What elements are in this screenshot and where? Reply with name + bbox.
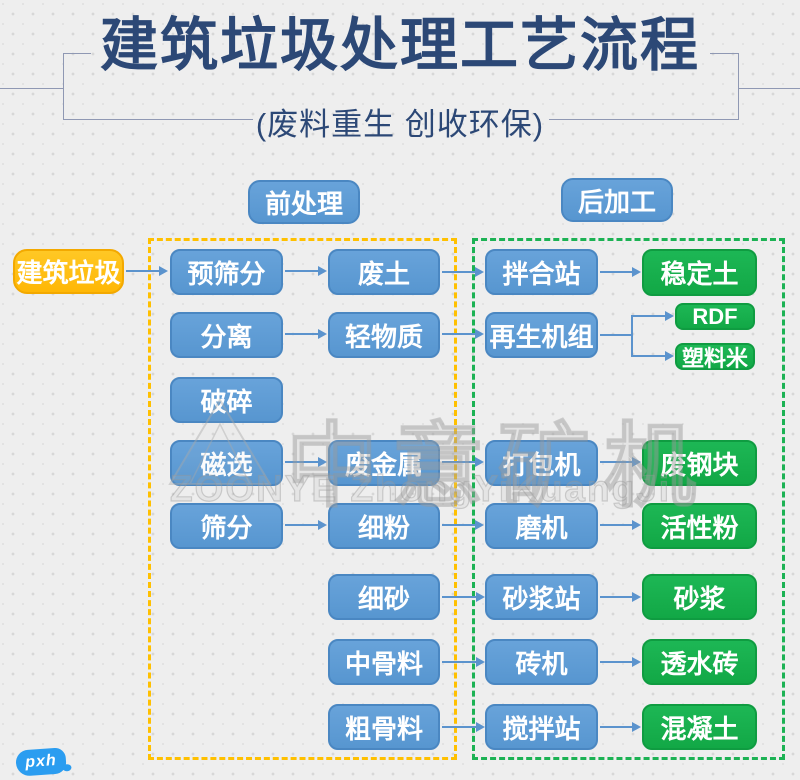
title-frame-bottom-left	[63, 119, 253, 120]
node-brick-machine: 砖机	[485, 639, 598, 685]
node-concrete-station: 搅拌站	[485, 704, 598, 750]
node-crushing: 破碎	[170, 377, 283, 423]
section-header-pretreatment: 前处理	[248, 180, 360, 224]
node-pre-screening: 预筛分	[170, 249, 283, 295]
title-frame-ext-right	[738, 88, 800, 89]
node-stabilized-soil: 稳定土	[642, 249, 757, 296]
title-frame-top-right	[710, 53, 739, 54]
flow-arrow	[600, 722, 641, 732]
pretreatment-region-border	[148, 238, 457, 760]
flow-arrow	[600, 457, 641, 467]
title-frame-top-left	[63, 53, 91, 54]
node-active-powder: 活性粉	[642, 503, 757, 549]
flow-arrow	[600, 657, 641, 667]
flow-arrow	[631, 351, 674, 361]
title-frame-bottom-right	[549, 119, 739, 120]
flow-arrow	[600, 520, 641, 530]
flow-arrow	[600, 267, 641, 277]
node-regen-unit: 再生机组	[485, 312, 598, 358]
node-mill: 磨机	[485, 503, 598, 549]
page-subtitle: (废料重生 创收环保)	[255, 107, 545, 142]
node-mortar-station: 砂浆站	[485, 574, 598, 620]
flow-arrow	[442, 457, 484, 467]
flow-arrow	[285, 266, 327, 276]
flow-arrow	[126, 266, 168, 276]
node-coarse-aggregate: 粗骨料	[328, 704, 440, 750]
node-screening: 筛分	[170, 503, 283, 549]
pxh-logo: pxh	[15, 747, 67, 777]
title-frame-left-vertical	[63, 53, 64, 119]
node-mixing-station: 拌合站	[485, 249, 598, 295]
flow-arrow	[285, 329, 327, 339]
flow-arrow	[631, 311, 674, 321]
node-fine-sand: 细砂	[328, 574, 440, 620]
flow-arrow	[285, 520, 327, 530]
node-magnetic-sorting: 磁选	[170, 440, 283, 486]
flow-arrow	[442, 520, 484, 530]
flow-arrow	[442, 657, 485, 667]
flow-arrow	[600, 592, 641, 602]
title-frame-right-vertical	[738, 53, 739, 119]
flow-arrow	[442, 722, 485, 732]
node-plastic-pellets: 塑料米	[675, 343, 755, 371]
node-waste-soil: 废土	[328, 249, 440, 295]
section-header-postprocessing: 后加工	[561, 178, 673, 222]
node-light-matter: 轻物质	[328, 312, 440, 358]
elbow-connector	[631, 315, 633, 357]
elbow-connector	[600, 334, 632, 336]
node-baler: 打包机	[485, 440, 598, 486]
flow-arrow	[442, 267, 484, 277]
node-fine-powder: 细粉	[328, 503, 440, 549]
flow-arrow	[442, 329, 484, 339]
node-permeable-brick: 透水砖	[642, 639, 757, 685]
node-separation: 分离	[170, 312, 283, 358]
node-source-construction-waste: 建筑垃圾	[13, 249, 124, 294]
flow-arrow	[285, 457, 327, 467]
flow-arrow	[442, 592, 485, 602]
node-mortar: 砂浆	[642, 574, 757, 620]
node-medium-aggregate: 中骨料	[328, 639, 440, 685]
node-concrete: 混凝土	[642, 704, 757, 750]
node-rdf: RDF	[675, 303, 755, 330]
page-title: 建筑垃圾处理工艺流程	[99, 13, 700, 78]
node-scrap-steel: 废钢块	[642, 440, 757, 486]
node-scrap-metal: 废金属	[328, 440, 440, 486]
postprocessing-region-border	[472, 238, 785, 760]
title-frame-ext-left	[0, 88, 63, 89]
